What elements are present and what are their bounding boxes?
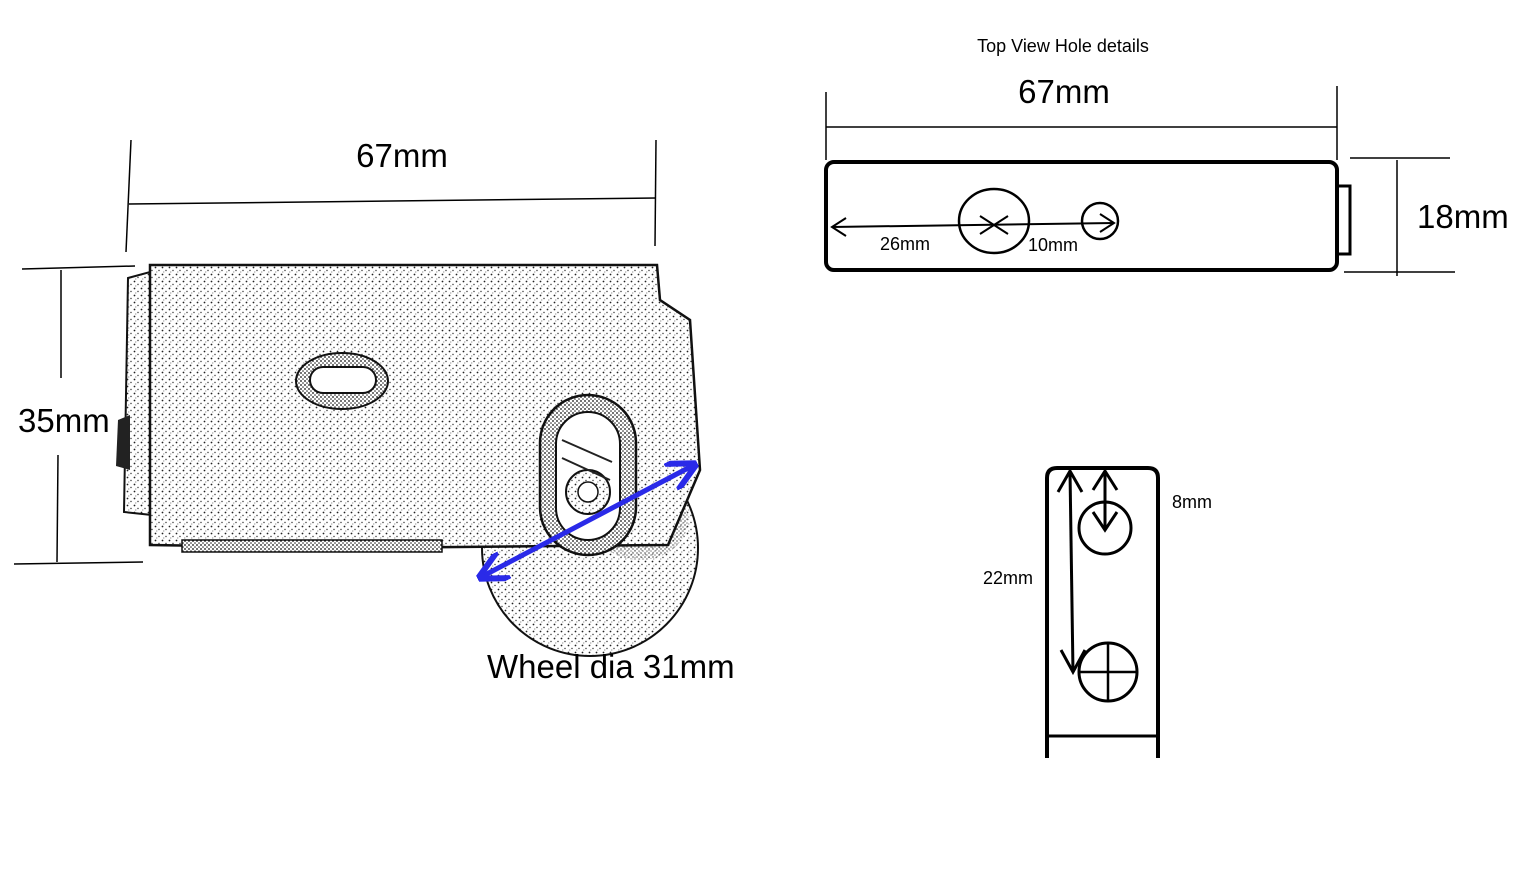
end-hole-offset-label: 8mm [1172, 492, 1212, 512]
end-flange [122, 270, 154, 517]
top-hole1-label: 26mm [880, 234, 930, 254]
side-height-dim-lower [56, 454, 59, 563]
body-base-strip [181, 539, 443, 553]
top-hole2-label: 10mm [1028, 235, 1078, 255]
top-view: Top View Hole details 67mm 26mm 10mm 18m… [824, 36, 1509, 276]
end-8mm-arrow-top [1091, 468, 1119, 491]
side-width-ext-left [125, 139, 132, 253]
top-view-end-tab [1337, 184, 1352, 256]
end-view-outline [1045, 466, 1160, 758]
end-22mm-dim-line [1068, 470, 1075, 673]
end-view: 8mm 22mm [983, 466, 1212, 758]
flange-tab [116, 415, 130, 470]
top-hole-large [957, 187, 1031, 255]
side-width-dim-line [128, 197, 657, 205]
top-hole-arrow-mid-b [992, 215, 1009, 235]
adjuster-screw-center [577, 481, 599, 503]
top-view-title: Top View Hole details [977, 36, 1149, 56]
end-22mm-arrow-top [1056, 467, 1084, 493]
top-hole-arrow-left [830, 217, 847, 237]
top-hole-small [1080, 201, 1120, 241]
top-depth-label: 18mm [1417, 198, 1509, 235]
end-22mm-arrow-bottom [1059, 649, 1087, 676]
wheel-diameter-label: Wheel dia 31mm [487, 648, 735, 685]
end-hole-spacing-label: 22mm [983, 568, 1033, 588]
side-height-ext-top [21, 265, 136, 270]
wheel-diameter-arrow [483, 466, 692, 576]
body-slot [309, 366, 377, 394]
end-8mm-arrow-bottom [1091, 511, 1119, 533]
side-width-label: 67mm [356, 137, 448, 174]
top-hole-arrow-right [1099, 213, 1116, 233]
top-width-label: 67mm [1018, 73, 1110, 110]
side-height-label: 35mm [18, 402, 110, 439]
side-height-ext-bottom [13, 561, 144, 565]
side-width-ext-right [654, 139, 657, 247]
side-view: 67mm 35mm Wheel dia 31mm [13, 137, 735, 685]
top-hole-dim-line [831, 222, 1115, 228]
